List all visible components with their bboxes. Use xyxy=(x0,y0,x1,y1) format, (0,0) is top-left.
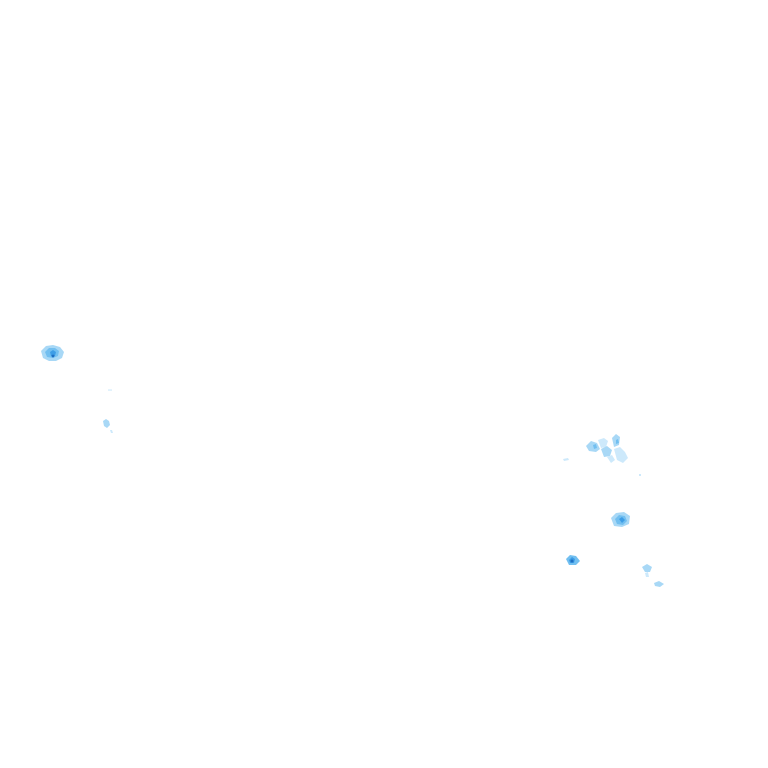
precip-cell-southwest-shape xyxy=(103,419,110,428)
precip-cluster-east-e xyxy=(614,447,628,463)
precip-cluster-east xyxy=(563,434,641,476)
precip-cluster-east-c xyxy=(601,446,612,457)
precip-cell-south-peak xyxy=(570,559,574,563)
precip-speck-1 xyxy=(108,389,112,391)
precip-cell-west xyxy=(41,345,64,361)
precip-cell-west-core xyxy=(50,350,56,356)
precip-cell-southwest xyxy=(103,419,113,433)
precip-cell-southeast-c xyxy=(654,581,664,587)
precip-cell-southeast-b xyxy=(645,572,649,577)
precip-cluster-east-f xyxy=(607,455,615,463)
precip-cluster-east-g xyxy=(593,444,597,449)
precip-cell-west-peak xyxy=(51,354,55,358)
precip-speck-2 xyxy=(563,458,569,461)
precip-cell-southeast xyxy=(642,564,664,587)
precip-cluster-east-a xyxy=(586,441,600,452)
precip-cluster-east-b xyxy=(598,438,608,448)
precip-cell-south xyxy=(566,555,580,565)
precip-cell-east-central-core xyxy=(619,517,625,523)
precip-cell-southeast-a xyxy=(642,564,652,572)
precip-cluster-east-h xyxy=(616,439,619,444)
precip-speck-3 xyxy=(639,474,641,476)
precip-cell-southwest-tail xyxy=(110,430,113,433)
precip-cell-east-central xyxy=(611,512,630,527)
